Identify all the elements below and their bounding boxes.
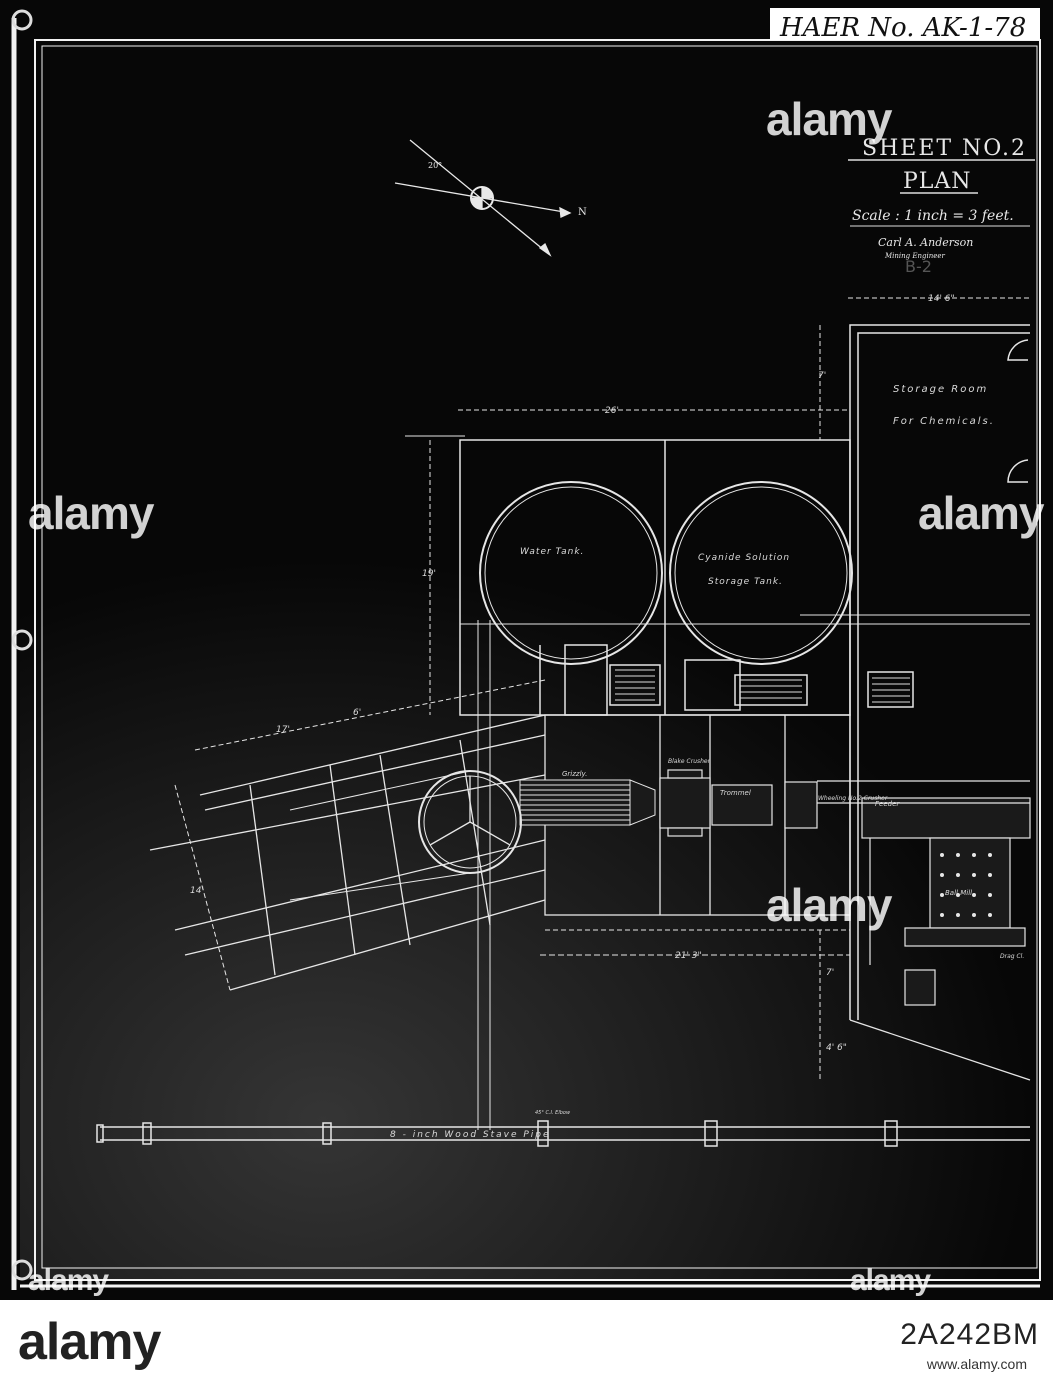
grizzly [519, 779, 656, 826]
chemicals-label: For Chemicals. [893, 416, 995, 427]
plan-drawing: HAER No. AK-1-78 SHEET NO.2 PLAN Scale :… [11, 8, 1041, 1290]
watermark-logo: alamy [918, 487, 1044, 539]
north-arrow [394, 139, 572, 257]
north-label: N [578, 207, 587, 218]
room-width-dim: 14' 6" [928, 294, 955, 304]
trommel-label: Trommel [720, 789, 751, 797]
angle-label: 20° [428, 161, 442, 170]
floor-width-dim: 21' 3" [675, 951, 702, 961]
scale-note: Scale : 1 inch = 3 feet. [852, 208, 1014, 224]
haer-number: HAER No. AK-1-78 [779, 13, 1026, 43]
drag-label: Drag Cl. [1000, 953, 1024, 960]
blueprint-sheet: HAER No. AK-1-78 SHEET NO.2 PLAN Scale :… [0, 0, 1053, 1300]
sheet-number: SHEET NO.2 [862, 136, 1027, 161]
ball-mill-bolts [940, 853, 992, 917]
incline-tramway [149, 679, 546, 991]
footer-logo: alamy [18, 1313, 161, 1371]
feeder-label: Feeder [875, 800, 900, 808]
sheet-border [11, 18, 1041, 1290]
storage-tank-label: Storage Tank. [708, 577, 783, 587]
plan-title: PLAN [903, 169, 972, 194]
binder-hole-bottom [11, 1259, 33, 1281]
elbow-label: 45° C.I. Elbow [535, 1110, 571, 1116]
blake-crusher-label: Blake Crusher [668, 758, 711, 765]
tank-width-dim: 26' [605, 406, 619, 416]
watermark-logo: alamy [28, 1264, 109, 1297]
watermark-logo: alamy [850, 1264, 931, 1297]
watermark-logo: alamy [766, 93, 892, 145]
incline-dim-b: 6' [353, 708, 361, 718]
lower-dim-a: 7' [826, 968, 834, 978]
stock-url: www.alamy.com [926, 1356, 1027, 1372]
watermark-logo: alamy [28, 487, 154, 539]
tank-depth-dim: 19' [422, 569, 436, 579]
watermark-logo: alamy [766, 879, 892, 931]
title-block: SHEET NO.2 PLAN Scale : 1 inch = 3 feet.… [848, 136, 1035, 276]
ball-mill-label: Ball Mill [945, 889, 972, 897]
engineer-signature: Carl A. Anderson [878, 236, 973, 249]
stock-image-id: 2A242BM [900, 1318, 1039, 1351]
drawing-number: B-2 [905, 257, 932, 276]
cyanide-label: Cyanide Solution [698, 553, 790, 563]
crusher2-label: Wheeling No.2 Crusher [818, 795, 888, 802]
stock-footer: alamy [0, 1300, 1053, 1390]
pipe-label: 8 - inch Wood Stave Pipe [390, 1130, 551, 1140]
stairs [615, 669, 910, 703]
engineer-role: Mining Engineer [884, 252, 945, 260]
binder-hole-top [11, 9, 33, 31]
incline-width-dim: 14' [190, 886, 204, 896]
storage-room-label: Storage Room [893, 384, 988, 395]
water-tank-label: Water Tank. [520, 547, 584, 557]
tank-house [405, 409, 1030, 716]
crushers [659, 769, 1031, 1006]
incline-dim-a: 17' [276, 725, 290, 735]
binder-hole-mid [11, 629, 33, 651]
grizzly-label: Grizzly. [562, 770, 587, 778]
wood-stave-pipe [96, 1120, 1030, 1147]
lower-dim-b: 4' 6" [826, 1043, 847, 1053]
room-offset-dim: 7' [818, 371, 826, 381]
